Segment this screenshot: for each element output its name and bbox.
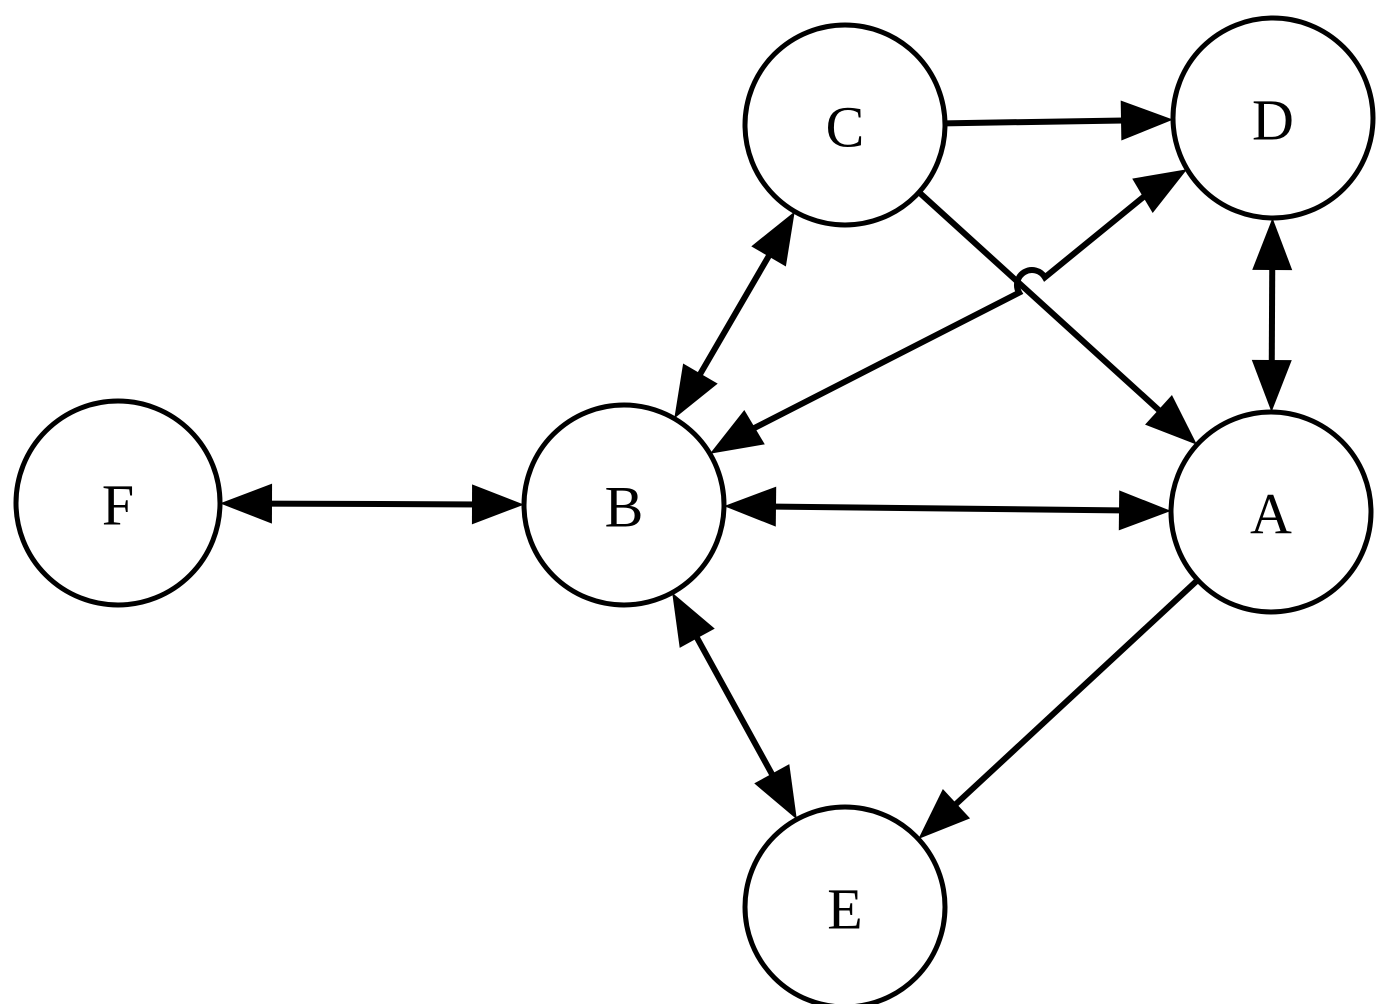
arrowhead-to-a xyxy=(1251,359,1292,413)
edge-line xyxy=(917,190,1169,420)
arrowhead-to-d xyxy=(1120,100,1174,141)
node-label-e: E xyxy=(827,877,862,942)
edges-layer xyxy=(219,100,1293,840)
node-circle-d[interactable] xyxy=(1170,15,1376,221)
edge-a-e[interactable] xyxy=(918,577,1200,840)
edge-line xyxy=(944,117,1132,127)
edge-c-d[interactable] xyxy=(944,100,1174,141)
node-circle-b[interactable] xyxy=(521,402,727,608)
nodes-layer: F B C D A E xyxy=(13,15,1376,1004)
node-f[interactable]: F xyxy=(13,398,223,608)
node-label-c: C xyxy=(826,95,865,160)
arrowhead-to-a xyxy=(1145,394,1197,445)
arrowhead-to-b xyxy=(723,486,777,527)
edge-b-a[interactable] xyxy=(723,486,1172,531)
node-circle-c[interactable] xyxy=(742,22,948,228)
node-c[interactable]: C xyxy=(742,22,948,228)
edge-c-b[interactable] xyxy=(674,211,795,419)
edge-line xyxy=(946,577,1200,813)
node-b[interactable]: B xyxy=(521,402,727,608)
node-label-a: A xyxy=(1250,482,1292,547)
arrowhead-to-b xyxy=(672,592,715,648)
arrowhead-to-b xyxy=(709,409,765,454)
arrowhead-to-f xyxy=(219,483,273,524)
arrowhead-to-a xyxy=(1118,490,1172,531)
arrowhead-to-d xyxy=(1252,217,1293,271)
edge-f-b[interactable] xyxy=(219,483,525,525)
edge-line xyxy=(261,500,483,508)
edge-line xyxy=(744,188,1154,436)
edge-c-a[interactable] xyxy=(917,190,1197,445)
edge-line xyxy=(692,245,777,385)
node-circle-e[interactable] xyxy=(742,804,948,1004)
edge-b-d[interactable] xyxy=(709,169,1188,454)
edge-d-a[interactable] xyxy=(1251,217,1293,413)
edge-line xyxy=(1268,259,1276,371)
arrowhead-to-b xyxy=(471,484,525,525)
edge-b-e[interactable] xyxy=(672,592,797,820)
node-label-d: D xyxy=(1252,88,1294,153)
node-a[interactable]: A xyxy=(1168,409,1374,615)
node-circle-a[interactable] xyxy=(1168,409,1374,615)
node-e[interactable]: E xyxy=(742,804,948,1004)
node-label-f: F xyxy=(102,473,134,538)
node-circle-f[interactable] xyxy=(13,398,223,608)
arrowhead-to-b xyxy=(674,363,718,419)
edge-line xyxy=(765,503,1130,514)
edge-line xyxy=(689,627,780,785)
arrowhead-to-c xyxy=(751,211,795,267)
node-d[interactable]: D xyxy=(1170,15,1376,221)
arrowhead-to-e xyxy=(754,764,797,820)
node-label-b: B xyxy=(605,475,644,540)
arrowhead-to-d xyxy=(1132,169,1188,214)
arrowhead-to-e xyxy=(918,788,971,840)
